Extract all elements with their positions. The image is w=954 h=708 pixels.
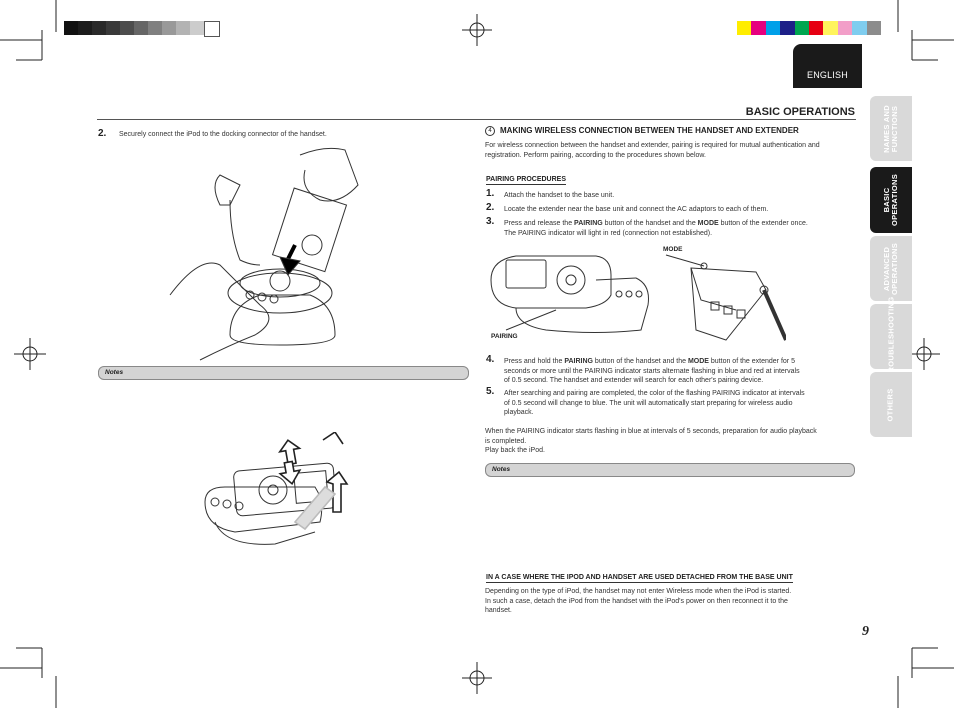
language-tab: ENGLISH — [793, 44, 862, 88]
color-swatch — [737, 21, 752, 35]
left-notes-label: Notes — [105, 368, 124, 376]
heading-number-circle: 4 — [485, 126, 495, 136]
step-4-text: Press and hold the PAIRING button of the… — [504, 358, 800, 384]
grey-swatch — [78, 21, 92, 35]
language-label: ENGLISH — [807, 70, 848, 80]
pairing-procedures-heading: PAIRING PROCEDURES — [486, 176, 566, 185]
header-rule — [97, 119, 856, 120]
color-swatch — [794, 21, 809, 35]
left-step-text: Securely connect the iPod to the docking… — [119, 131, 327, 138]
grey-swatch — [106, 21, 120, 35]
color-swatch — [751, 21, 766, 35]
grey-swatch — [120, 21, 134, 35]
docking-illustration — [169, 147, 359, 361]
color-swatch — [837, 21, 853, 35]
wireless-intro: For wireless connection between the hand… — [485, 142, 820, 159]
grey-swatch — [92, 21, 106, 35]
color-swatch — [852, 21, 867, 35]
right-notes-bar: Notes — [485, 463, 855, 477]
page-number: 9 — [862, 624, 869, 639]
grey-swatch — [204, 21, 220, 37]
side-tab-basic-operations[interactable]: BASIC OPERATIONS — [870, 167, 912, 233]
side-tab-troubleshooting[interactable]: TROUBLESHOOTING — [870, 296, 912, 377]
color-swatch — [823, 21, 838, 35]
left-step-number: 2. — [98, 128, 107, 139]
color-swatch — [780, 21, 795, 35]
side-tab-others[interactable]: OTHERS — [870, 372, 912, 437]
step-3-number: 3. — [486, 216, 495, 227]
right-notes-label: Notes — [492, 465, 511, 473]
section-title: BASIC OPERATIONS — [745, 106, 855, 118]
step-5-text: After searching and pairing are complete… — [504, 390, 805, 416]
side-tab-advanced-operations[interactable]: ADVANCED OPERATIONS — [870, 236, 912, 301]
color-swatch — [866, 21, 881, 35]
step-2-text: Locate the extender near the base unit a… — [504, 206, 769, 213]
step-5-number: 5. — [486, 386, 495, 397]
color-swatch — [809, 21, 824, 35]
grey-swatch — [134, 21, 148, 35]
grey-swatch — [190, 21, 204, 35]
color-swatch — [765, 21, 781, 35]
after-pairing-text: When the PAIRING indicator starts flashi… — [485, 428, 817, 454]
detached-case-heading: IN A CASE WHERE THE IPOD AND HANDSET ARE… — [486, 574, 793, 583]
pairing-illustration — [490, 254, 786, 341]
side-tab-names-functions[interactable]: NAMES AND FUNCTIONS — [870, 96, 912, 161]
detached-case-text: Depending on the type of iPod, the hands… — [485, 588, 792, 614]
detach-illustration — [204, 432, 349, 545]
grey-swatch — [176, 21, 190, 35]
pairing-callout: PAIRING — [491, 333, 518, 340]
step-2-number: 2. — [486, 202, 495, 213]
left-notes-bar: Notes — [98, 366, 469, 380]
mode-callout: MODE — [663, 246, 683, 253]
step-4-number: 4. — [486, 354, 495, 365]
step-3-text: Press and release the PAIRING button of … — [504, 220, 808, 237]
step-1-number: 1. — [486, 188, 495, 199]
grey-swatch — [162, 21, 176, 35]
grey-swatch — [148, 21, 162, 35]
grey-swatch — [64, 21, 78, 35]
step-1-text: Attach the handset to the base unit. — [504, 192, 615, 199]
